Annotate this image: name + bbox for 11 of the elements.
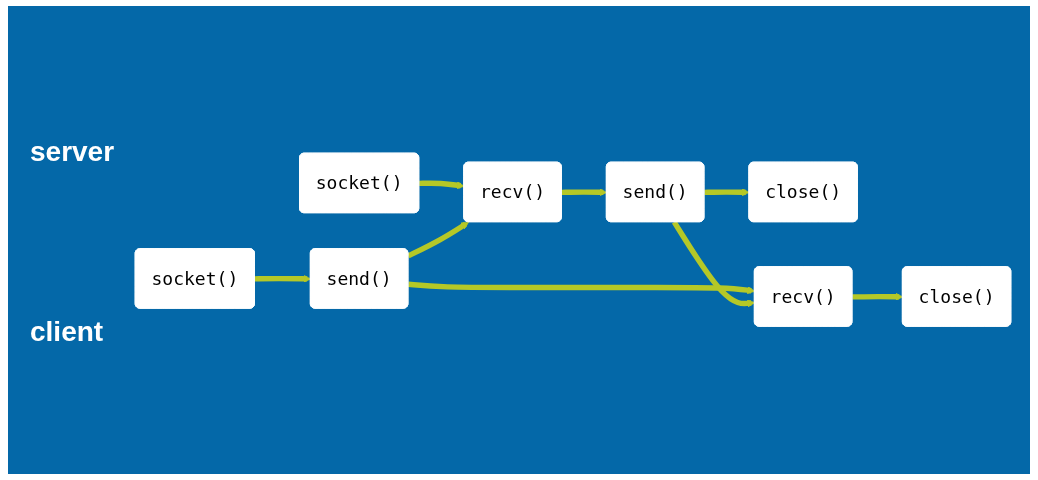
arrow: [561, 188, 608, 197]
row-label: client: [30, 316, 104, 348]
arrow: [407, 222, 469, 259]
arrow: [419, 180, 465, 190]
row-label: server: [30, 136, 115, 168]
arrow: [254, 275, 312, 284]
arrow: [408, 281, 756, 295]
arrow: [852, 293, 904, 302]
arrow: [671, 221, 756, 308]
arrow: [704, 188, 750, 197]
panel-background: server client socket() recv() send() close() socket() send() recv() close(): [8, 6, 1030, 474]
